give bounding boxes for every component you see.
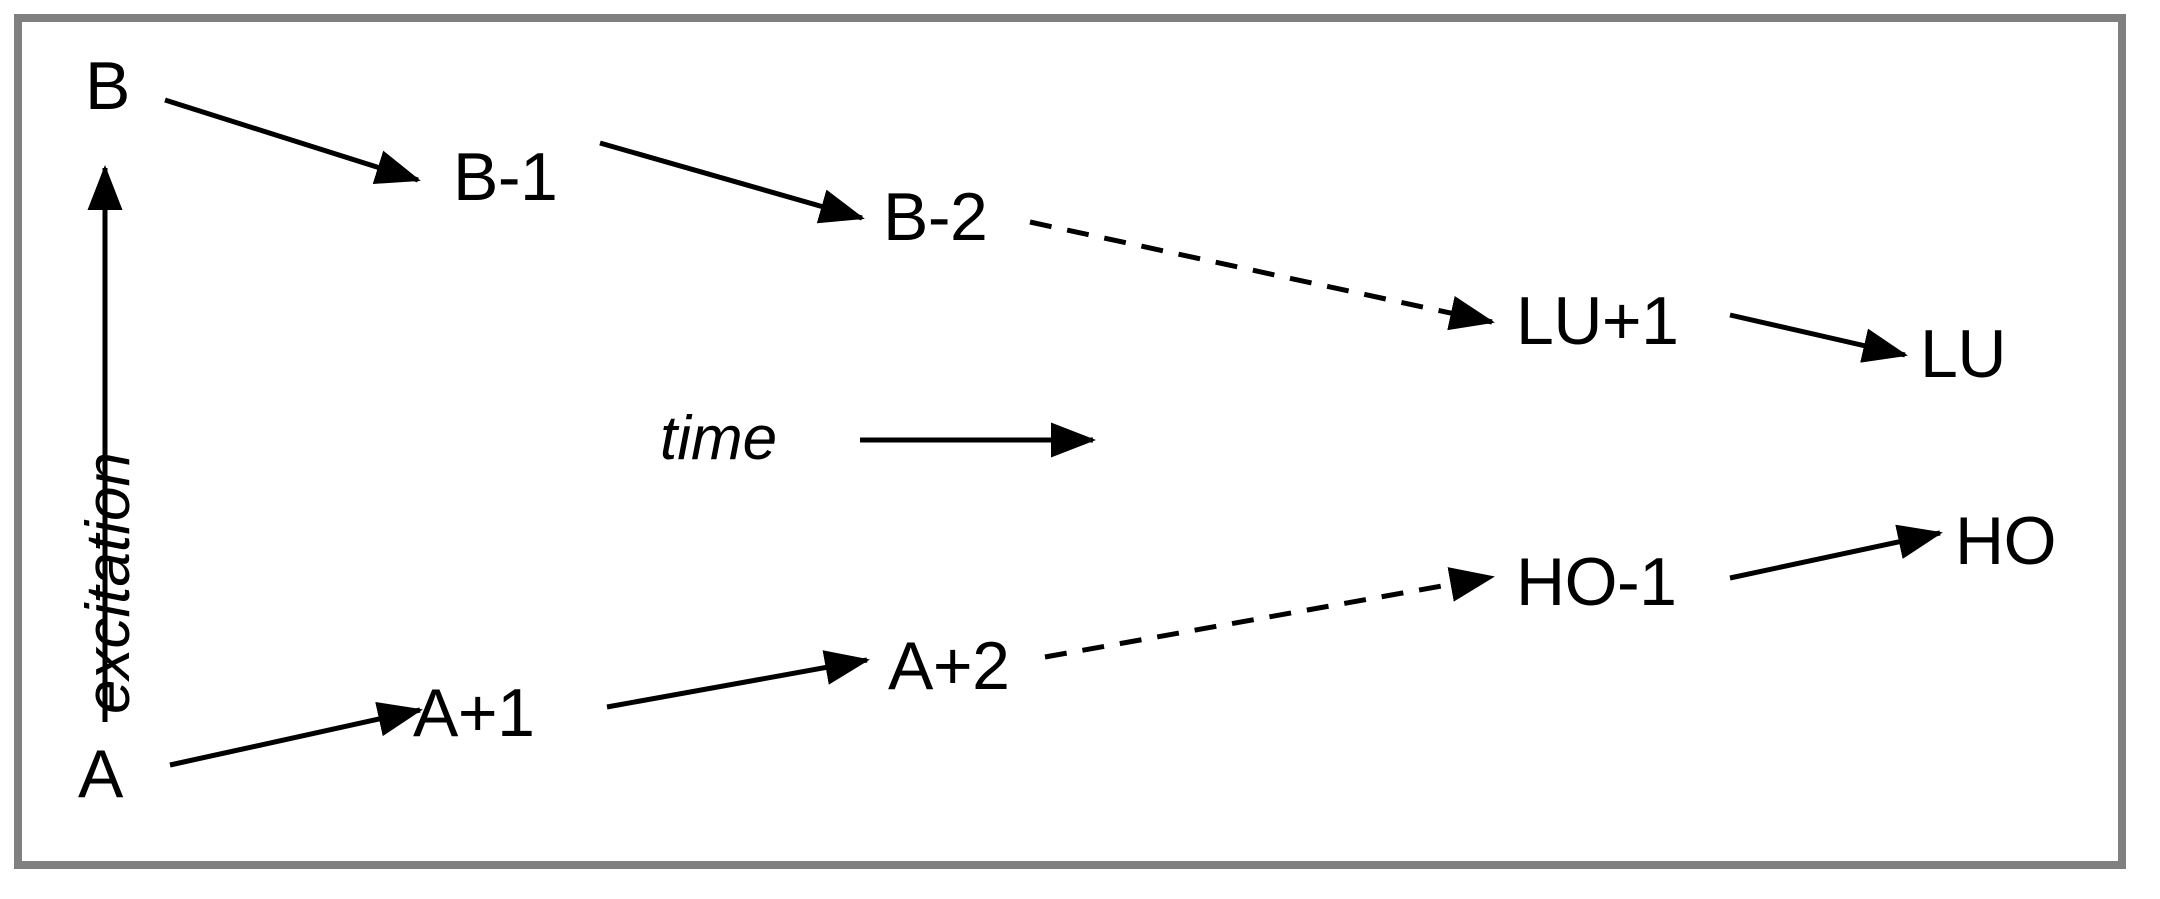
node-label-ho: HO — [1955, 503, 2057, 579]
node-label-ho-1: HO-1 — [1516, 544, 1677, 620]
node-label-b-1: B-1 — [453, 139, 558, 215]
edge-b-to-b1 — [164, 97, 421, 185]
node-label-b: B — [85, 48, 130, 124]
edge-b2-to-lu1-dashed — [1029, 219, 1495, 331]
node-label-lu-plus-1: LU+1 — [1516, 283, 1679, 359]
node-label-lu: LU — [1920, 316, 2006, 392]
edge-lu1-to-lu — [1729, 312, 1908, 363]
time-axis-label: time — [660, 404, 778, 473]
node-label-a-plus-2: A+2 — [888, 628, 1010, 704]
node-label-a: A — [78, 736, 123, 812]
edge-b1-to-b2 — [599, 140, 865, 224]
edge-a-to-a1 — [169, 701, 423, 768]
edge-ho1-to-ho — [1729, 524, 1943, 581]
edge-a1-to-a2 — [606, 650, 870, 710]
edge-a2-to-ho1-dashed — [1044, 567, 1495, 660]
node-label-b-2: B-2 — [883, 179, 988, 255]
excitation-axis-label: excitation — [74, 452, 143, 714]
node-label-a-plus-1: A+1 — [413, 675, 535, 751]
